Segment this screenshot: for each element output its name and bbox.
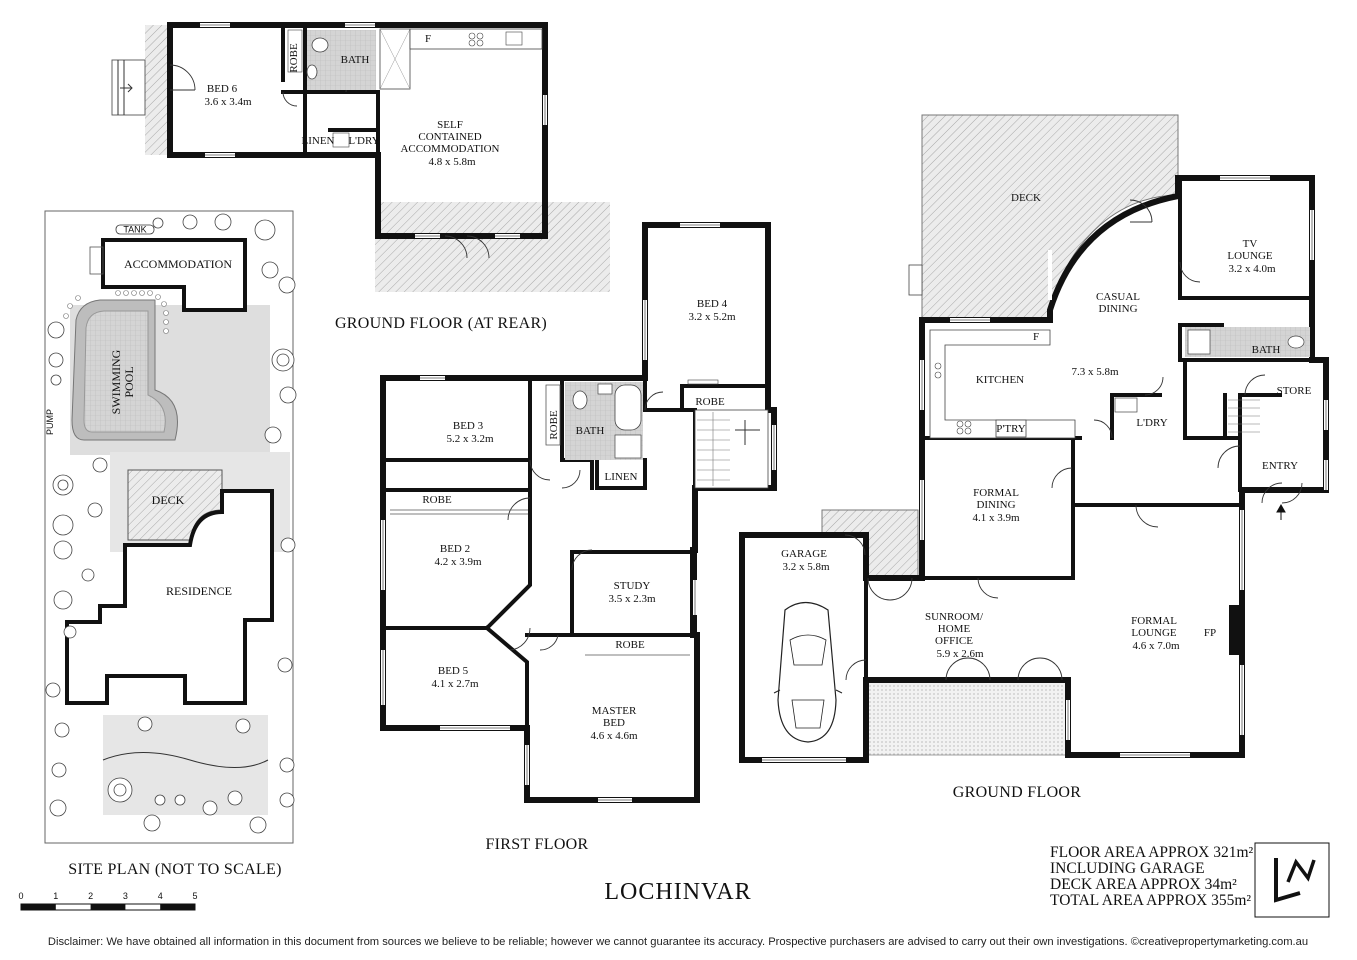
first-master-label-1: MASTER bbox=[592, 705, 637, 717]
deck-area: DECK AREA APPROX 34m² bbox=[1050, 876, 1237, 893]
ground-store-label: STORE bbox=[1277, 385, 1312, 397]
site-trees bbox=[45, 213, 297, 834]
site-residence-label: RESIDENCE bbox=[166, 584, 232, 598]
first-bed4-dim: 3.2 x 5.2m bbox=[688, 311, 736, 323]
site-pump-label: PUMP bbox=[45, 409, 55, 435]
first-study-dim: 3.5 x 2.3m bbox=[608, 593, 656, 605]
ground-casual-label-2: DINING bbox=[1098, 303, 1137, 315]
first-bed5-label: BED 5 bbox=[438, 665, 469, 677]
rear-fridge-label: F bbox=[425, 33, 431, 45]
rear-bed6-label: BED 6 bbox=[207, 83, 238, 95]
scale-label-4: 4 bbox=[158, 891, 163, 901]
rear-bath-label: BATH bbox=[341, 54, 370, 66]
rear-robe-label: ROBE bbox=[288, 43, 300, 73]
rear-sc-label-2: CONTAINED bbox=[418, 131, 481, 143]
property-name: LOCHINVAR bbox=[604, 879, 751, 905]
site-pool-label-2: POOL bbox=[122, 366, 136, 397]
ground-floor-plan: DECK TV LOUNGE 3.2 x 4.0m CASUAL DINING … bbox=[739, 114, 1329, 763]
rear-sc-label-1: SELF bbox=[437, 119, 463, 131]
ground-fridge-label: F bbox=[1033, 331, 1039, 343]
ground-tv-label-1: TV bbox=[1243, 238, 1258, 250]
ground-tv-label-2: LOUNGE bbox=[1227, 250, 1272, 262]
first-robe3-label: ROBE bbox=[548, 410, 560, 440]
site-plan: ACCOMMODATION TANK SWIMMING POOL PUMP DE… bbox=[44, 210, 297, 844]
floor-area: FLOOR AREA APPROX 321m² bbox=[1050, 844, 1254, 861]
ground-floor-title: GROUND FLOOR bbox=[953, 784, 1082, 801]
first-bed2-label: BED 2 bbox=[440, 543, 470, 555]
ground-casual-label-1: CASUAL bbox=[1096, 291, 1140, 303]
ground-entry-label: ENTRY bbox=[1262, 460, 1298, 472]
ground-laundry-label: L'DRY bbox=[1136, 417, 1167, 429]
scale-label-1: 1 bbox=[53, 891, 58, 901]
ground-floor-rear-plan: BED 6 3.6 x 3.4m ROBE BATH F LINEN L'DRY… bbox=[111, 22, 610, 292]
rear-linen-label: LINEN bbox=[302, 135, 335, 147]
rear-laundry-label: L'DRY bbox=[348, 135, 379, 147]
disclaimer-text: Disclaimer: We have obtained all informa… bbox=[48, 936, 1308, 948]
rear-sc-dim: 4.8 x 5.8m bbox=[428, 156, 476, 168]
ground-garage-dim: 3.2 x 5.8m bbox=[782, 561, 830, 573]
site-plan-title: SITE PLAN (NOT TO SCALE) bbox=[68, 861, 281, 878]
first-study-label: STUDY bbox=[614, 580, 651, 592]
rear-bed6-dim: 3.6 x 3.4m bbox=[204, 96, 252, 108]
first-master-dim: 4.6 x 4.6m bbox=[590, 730, 638, 742]
first-bed2-dim: 4.2 x 3.9m bbox=[434, 556, 482, 568]
including-garage: INCLUDING GARAGE bbox=[1050, 860, 1205, 877]
ground-pantry-label: P'TRY bbox=[996, 423, 1026, 435]
ground-fd-label-2: DINING bbox=[976, 499, 1015, 511]
ground-casual-dim: 7.3 x 5.8m bbox=[1071, 366, 1119, 378]
site-pool-label-1: SWIMMING bbox=[109, 349, 123, 414]
first-bed3-dim: 5.2 x 3.2m bbox=[446, 433, 494, 445]
ground-tv-dim: 3.2 x 4.0m bbox=[1228, 263, 1276, 275]
first-bed5-dim: 4.1 x 2.7m bbox=[431, 678, 479, 690]
first-bed4-label: BED 4 bbox=[697, 298, 728, 310]
site-residence-outline bbox=[65, 489, 274, 705]
garage-car-icon bbox=[773, 601, 843, 743]
first-robe2-label: ROBE bbox=[422, 494, 452, 506]
ground-fl-label-1: FORMAL bbox=[1131, 615, 1177, 627]
first-linen-label: LINEN bbox=[605, 471, 638, 483]
first-floor-plan: BED 4 3.2 x 5.2m ROBE BED 3 5.2 x 3.2m R… bbox=[380, 222, 777, 803]
north-arrow-icon bbox=[1254, 842, 1330, 918]
ground-rear-title: GROUND FLOOR (AT REAR) bbox=[335, 315, 547, 332]
site-deck-label: DECK bbox=[152, 493, 185, 507]
site-accommodation-label: ACCOMMODATION bbox=[124, 257, 232, 271]
total-area: TOTAL AREA APPROX 355m² bbox=[1050, 892, 1251, 909]
ground-garage-label: GARAGE bbox=[781, 548, 827, 560]
ground-sunroom-label-2: HOME bbox=[938, 623, 971, 635]
first-robe4-label: ROBE bbox=[695, 396, 725, 408]
first-bed3-label: BED 3 bbox=[453, 420, 484, 432]
ground-fl-label-2: LOUNGE bbox=[1131, 627, 1176, 639]
ground-fd-dim: 4.1 x 3.9m bbox=[972, 512, 1020, 524]
scale-label-2: 2 bbox=[88, 891, 93, 901]
scale-label-5: 5 bbox=[192, 891, 197, 901]
ground-fl-dim: 4.6 x 7.0m bbox=[1132, 640, 1180, 652]
first-bath-label: BATH bbox=[576, 425, 605, 437]
ground-sunroom-label-1: SUNROOM/ bbox=[925, 611, 984, 623]
first-master-label-2: BED bbox=[603, 717, 625, 729]
first-floor-title: FIRST FLOOR bbox=[485, 836, 588, 853]
ground-sunroom-dim: 5.9 x 2.6m bbox=[936, 648, 984, 660]
area-summary: FLOOR AREA APPROX 321m² INCLUDING GARAGE… bbox=[1050, 844, 1254, 909]
ground-fd-label-1: FORMAL bbox=[973, 487, 1019, 499]
ground-fireplace-label: FP bbox=[1204, 627, 1216, 639]
ground-bath-label: BATH bbox=[1252, 344, 1281, 356]
ground-kitchen-label: KITCHEN bbox=[976, 374, 1024, 386]
first-robe-master-label: ROBE bbox=[615, 639, 645, 651]
site-accommodation-outline bbox=[101, 238, 247, 312]
scale-label-0: 0 bbox=[18, 891, 23, 901]
ground-deck-label: DECK bbox=[1011, 192, 1041, 204]
scale-label-3: 3 bbox=[123, 891, 128, 901]
ground-sunroom-label-3: OFFICE bbox=[935, 635, 973, 647]
site-tank-label: TANK bbox=[123, 225, 146, 235]
rear-sc-label-3: ACCOMMODATION bbox=[400, 143, 499, 155]
scale-bar: 0 1 2 3 4 5 bbox=[18, 891, 198, 911]
